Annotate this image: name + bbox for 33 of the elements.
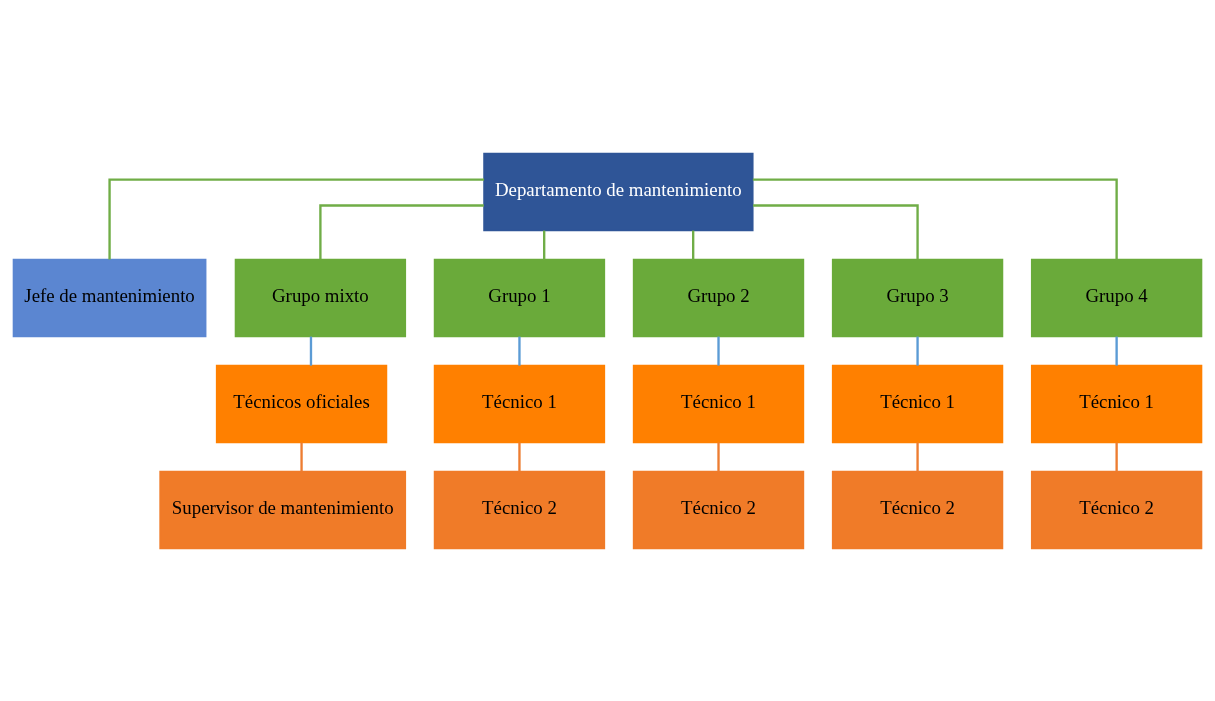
node-box: Grupo mixto — [234, 258, 407, 337]
connector — [319, 203, 484, 259]
connector — [1115, 336, 1118, 366]
connector — [916, 442, 919, 472]
node-box: Técnico 2 — [433, 470, 606, 549]
node-box: Grupo 2 — [632, 258, 805, 337]
connector — [543, 230, 546, 260]
connector — [916, 336, 919, 366]
connector — [717, 442, 720, 472]
node-box: Supervisor de mantenimiento — [159, 470, 407, 549]
connector — [108, 177, 485, 260]
node-box: Técnico 1 — [632, 364, 805, 443]
node-box: Técnicos oficiales — [215, 364, 388, 443]
node-box: Técnico 2 — [632, 470, 805, 549]
node-box: Grupo 3 — [831, 258, 1004, 337]
connector — [518, 442, 521, 472]
node-box: Departamento de mantenimiento — [483, 152, 754, 231]
connector — [752, 177, 1118, 260]
connector — [300, 442, 303, 472]
node-box: Técnico 1 — [1030, 364, 1203, 443]
node-box: Técnico 1 — [433, 364, 606, 443]
node-box: Técnico 2 — [831, 470, 1004, 549]
connector — [692, 230, 695, 260]
connector — [309, 336, 313, 366]
connector — [753, 203, 919, 259]
node-box: Técnico 2 — [1030, 470, 1203, 549]
node-box: Grupo 1 — [433, 258, 606, 337]
node-box: Jefe de mantenimiento — [12, 258, 207, 337]
node-box: Grupo 4 — [1030, 258, 1203, 337]
node-box: Técnico 1 — [831, 364, 1004, 443]
connector — [1115, 442, 1118, 472]
connector — [518, 336, 521, 366]
connector — [717, 336, 720, 366]
